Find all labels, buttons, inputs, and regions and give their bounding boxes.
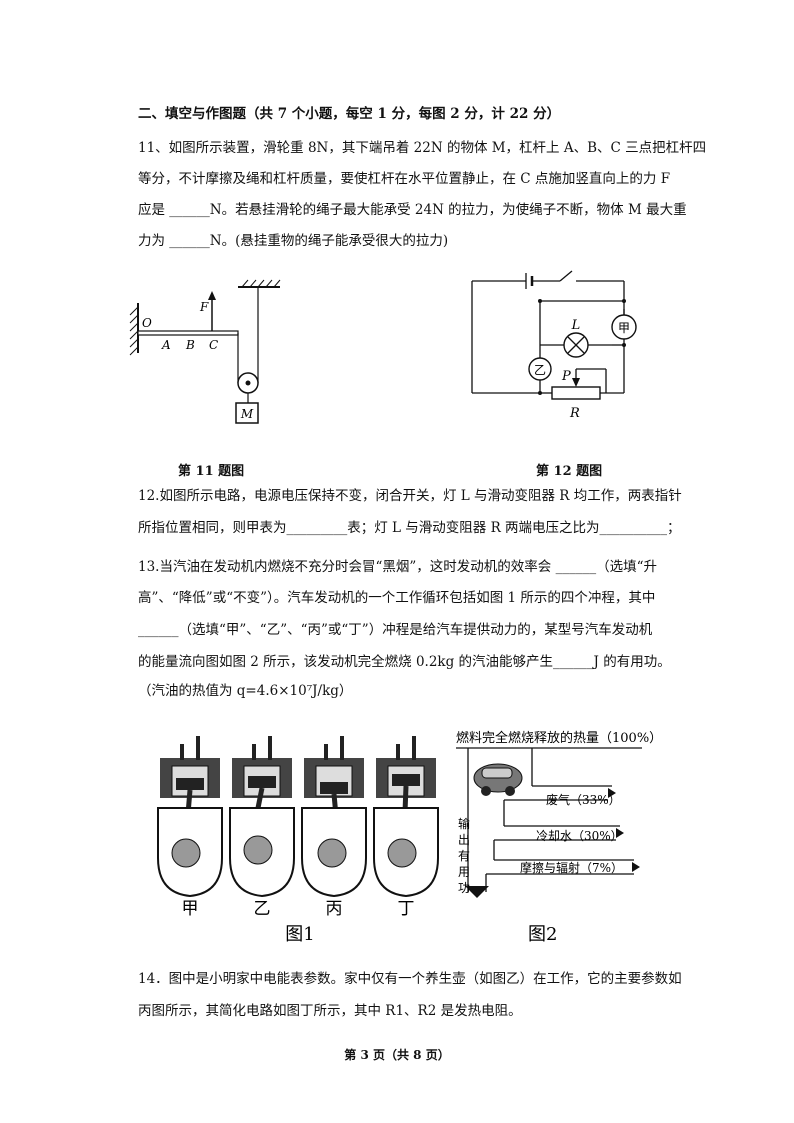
q12-line1: 12.如图所示电路，电源电压保持不变，闭合开关，灯 L 与滑动变阻器 R 均工作… [138,488,682,504]
q11-line4: 力为 ______N。(悬挂重物的绳子能承受很大的拉力) [138,233,449,249]
engine-bing [301,736,367,898]
label-C: C [209,338,218,352]
engine-jia [157,736,223,898]
q13-line1: 13.当汽油在发动机内燃烧不充分时会冒“黑烟”，这时发动机的效率会 ______… [138,559,657,575]
output-char-2: 出 [458,833,470,847]
energy-flow-figure: 燃料完全燃烧释放的热量（100%） 废气（33%） 冷却水（30%） 摩擦与辐射… [456,730,658,945]
engine-strokes-figure: 甲 乙 丙 丁 图1 [157,736,439,943]
q14-line2: 丙图所示，其简化电路如图丁所示，其中 R1、R2 是发热电阻。 [138,1003,522,1019]
energy-cooling: 冷却水（30%） [536,829,623,843]
section-title: 二、填空与作图题（共 7 个小题，每空 1 分，每图 2 分，计 22 分） [138,106,561,122]
energy-exhaust: 废气（33%） [546,792,621,807]
engine-label-jia: 甲 [182,899,199,919]
q11-caption: 第 11 题图 [178,464,245,479]
output-char-4: 用 [458,865,470,879]
engine-label-yi: 乙 [254,899,271,919]
label-L: L [571,318,581,333]
fig1-label: 图1 [285,924,314,943]
energy-header: 燃料完全燃烧释放的热量（100%） [456,730,658,746]
q13-line5: （汽油的热值为 q=4.6×10⁷J/kg） [138,683,353,699]
label-M: M [240,407,254,421]
q13-line3: ______（选填“甲”、“乙”、“丙”或“丁”）冲程是给汽车提供动力的，某型号… [138,622,653,638]
label-F: F [199,300,209,314]
label-O: O [142,316,152,330]
label-R: R [569,406,580,421]
output-char-3: 有 [458,849,470,863]
engine-label-bing: 丙 [326,899,343,919]
q11-figure: M F O A B C [129,279,281,424]
label-P: P [561,369,571,384]
page-footer: 第 3 页（共 8 页） [344,1048,450,1062]
label-B: B [185,338,195,352]
q11-line2: 等分，不计摩擦及绳和杠杆质量，要使杠杆在水平位置静止，在 C 点施加竖直向上的力… [138,171,671,187]
energy-friction: 摩擦与辐射（7%） [520,860,623,875]
engine-label-ding: 丁 [398,899,415,919]
q12-figure: L 甲 乙 P R [471,270,637,421]
q11-line3: 应是 ______N。若悬挂滑轮的绳子最大能承受 24N 的拉力，为使绳子不断，… [138,202,687,218]
q12-caption: 第 12 题图 [536,464,603,479]
q14-line1: 14．图中是小明家中电能表参数。家中仅有一个养生壶（如图乙）在工作，它的主要参数… [138,971,682,987]
output-char-5: 功 [458,881,470,895]
label-yi: 乙 [534,363,546,377]
engine-ding [373,736,439,898]
label-jia: 甲 [618,321,630,335]
car-icon [473,763,523,796]
q13-line4: 的能量流向图如图 2 所示，该发动机完全燃烧 0.2kg 的汽油能够产生____… [138,654,671,670]
label-A: A [161,338,171,352]
q11-line1: 11、如图所示装置，滑轮重 8N，其下端吊着 22N 的物体 M，杠杆上 A、B… [138,140,707,156]
q13-line2: 高”、“降低”或“不变”）。汽车发动机的一个工作循环包括如图 1 所示的四个冲程… [138,590,656,606]
output-char-1: 输 [458,816,470,831]
fig2-label: 图2 [528,924,557,945]
q12-line2: 所指位置相同，则甲表为_________表；灯 L 与滑动变阻器 R 两端电压之… [138,520,681,536]
engine-yi [229,736,295,898]
